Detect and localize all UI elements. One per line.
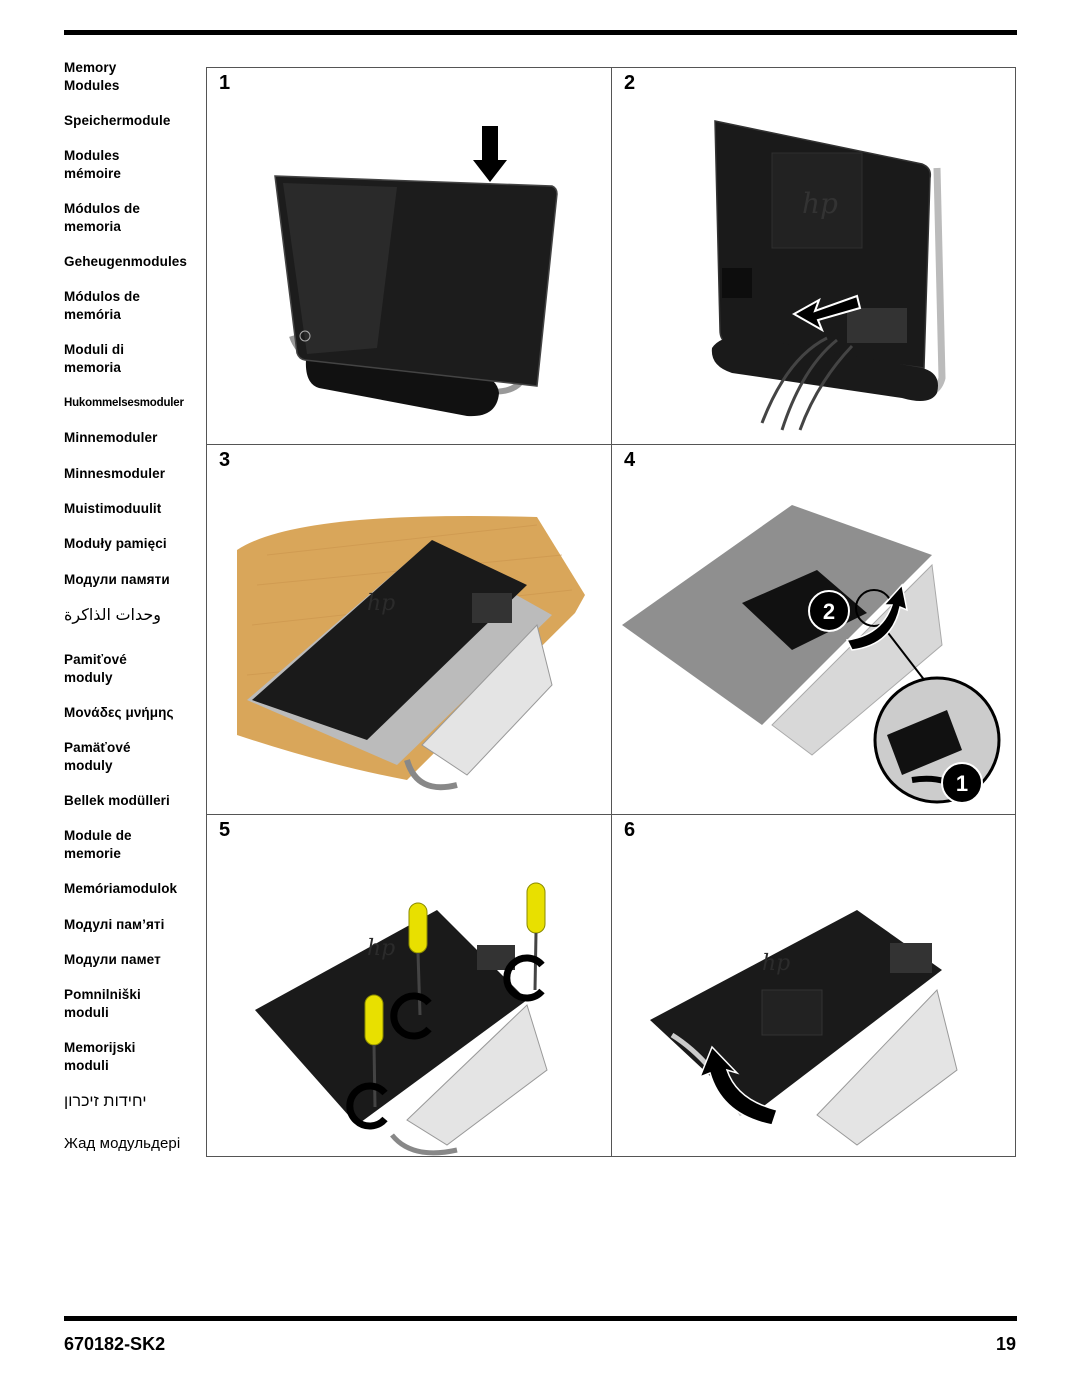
lang-label: Модули памяти [64, 572, 170, 587]
lang-label: Hukommelsesmoduler [64, 397, 184, 409]
callout-a-label: 2 [823, 599, 835, 624]
page-number: 19 [995, 1334, 1016, 1354]
lang-label: وحدات الذاكرة [64, 607, 161, 624]
lang-label: Pomnilniški moduli [64, 987, 141, 1020]
screwdriver-icon [364, 994, 384, 1108]
lang-label: Модулі пам’яті [64, 917, 165, 932]
lang-label: Memory Modules [64, 60, 120, 93]
lang-label: Memóriamodulok [64, 881, 178, 896]
lang-label: Жад модульдері [64, 1135, 181, 1152]
step-6-illustration: hp [650, 910, 958, 1146]
lang-label: Module de memorie [64, 828, 132, 861]
step-6-cell: 6 hp [612, 815, 1016, 1157]
step-2-cell: 2 hp [612, 68, 1016, 445]
lang-label: Pamäťové moduly [64, 740, 131, 773]
lang-label: Moduli di memoria [64, 342, 125, 375]
lang-label: Modules mémoire [64, 148, 121, 181]
lang-label: Memorijski moduli [64, 1040, 136, 1073]
lang-label: Speichermodule [64, 113, 171, 128]
step-4-cell: 4 2 1 [612, 445, 1016, 815]
lang-label: Pamiťové moduly [64, 652, 127, 685]
lang-label: יחידות זיכרון [64, 1093, 147, 1110]
step-5-illustration: hp [255, 882, 548, 1156]
callout-a [808, 590, 850, 632]
step-number: 1 [219, 72, 231, 94]
step-3-cell: 3 hp [207, 445, 612, 815]
step-number: 3 [219, 449, 231, 471]
svg-text:hp: hp [367, 591, 395, 616]
lang-label: Minnemoduler [64, 430, 158, 445]
screwdriver-icon [526, 882, 546, 991]
step-number: 6 [624, 819, 636, 841]
step-3-illustration: hp [237, 515, 585, 791]
lang-label: Μονάδες μνήμης [64, 705, 174, 720]
step-2-illustration: hp [711, 120, 946, 431]
svg-text:hp: hp [367, 936, 395, 961]
lang-label: Модули памет [64, 952, 161, 967]
callout-b [941, 762, 983, 804]
document-code: 670182-SK2 [64, 1334, 166, 1354]
step-number: 4 [624, 449, 636, 471]
step-number: 5 [219, 819, 231, 841]
lang-label: Bellek modülleri [64, 793, 170, 808]
step-5-cell: 5 hp [207, 815, 612, 1157]
svg-text:hp: hp [802, 187, 838, 220]
step-1-cell: 1 [207, 68, 612, 445]
svg-text:hp: hp [762, 951, 790, 976]
step-grid: 1 2 hp [206, 67, 1016, 1157]
lang-label: Muistimoduulit [64, 501, 162, 516]
step-number: 2 [624, 72, 636, 94]
lang-label: Moduły pamięci [64, 536, 167, 551]
callout-b-label: 1 [956, 771, 968, 796]
lang-label: Geheugenmodules [64, 254, 188, 269]
bottom-rule [64, 1316, 1017, 1321]
lang-label: Módulos de memoria [64, 201, 140, 234]
lang-label: Minnesmoduler [64, 466, 166, 481]
step-4-illustration: 2 1 [622, 505, 1001, 804]
lang-label: Módulos de memória [64, 289, 140, 322]
top-rule [64, 30, 1017, 35]
screwdriver-icon [408, 902, 428, 1016]
step-1-illustration [274, 126, 558, 417]
